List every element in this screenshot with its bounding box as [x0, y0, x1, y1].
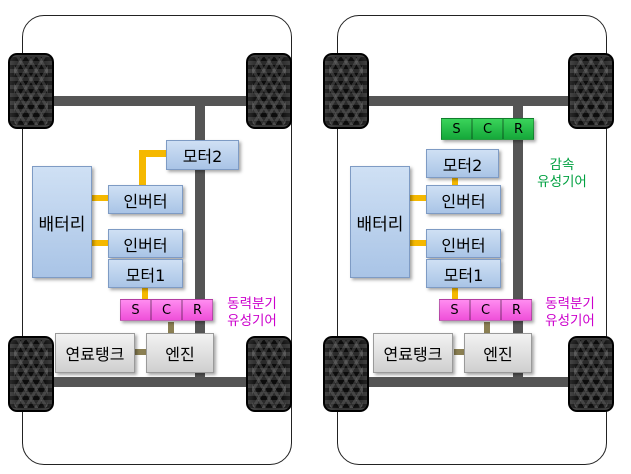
battery: 배터리	[350, 166, 410, 278]
reduction-gear-label: 감속 유성기어	[537, 157, 587, 190]
motor2: 모터2	[166, 140, 239, 170]
power-split-gear-label: 동력분기 유성기어	[227, 296, 277, 329]
gear-carrier: C	[472, 118, 503, 140]
tire-rear-left	[8, 336, 54, 412]
inverter-2: 인버터	[108, 229, 183, 258]
motor2-label: 모터2	[182, 147, 223, 166]
motor1-gear-link	[142, 286, 148, 300]
battery-inverter-link-2	[410, 240, 428, 246]
drive-shaft	[513, 96, 523, 387]
battery-label: 배터리	[38, 214, 86, 235]
drive-shaft	[195, 96, 205, 387]
tire-front-left	[8, 53, 54, 129]
fuel-tank: 연료탱크	[55, 333, 135, 373]
tire-rear-right	[246, 336, 292, 412]
motor2-label: 모터2	[442, 155, 483, 175]
inverter-2-label: 인버터	[123, 235, 168, 255]
tire-rear-right	[568, 336, 614, 412]
rear-axle	[40, 377, 272, 387]
front-axle	[40, 96, 272, 106]
battery-inverter-link-2	[92, 240, 108, 246]
motor1-label: 모터1	[443, 265, 484, 285]
power-split-gear-label: 동력분기 유성기어	[545, 296, 595, 329]
fuel-engine-link	[135, 349, 147, 355]
front-axle	[355, 96, 587, 106]
inverter-1: 인버터	[426, 185, 501, 214]
motor2-inverter-link	[452, 178, 458, 188]
engine: 엔진	[464, 333, 532, 373]
engine: 엔진	[146, 333, 214, 373]
gear-carrier: C	[151, 299, 182, 321]
gear-sun: S	[120, 299, 151, 321]
tire-front-right	[568, 53, 614, 129]
battery: 배터리	[32, 166, 92, 278]
fuel-tank-label: 연료탱크	[383, 345, 443, 364]
power-split-planetary-gear: S C R	[439, 299, 532, 321]
battery-label: 배터리	[356, 214, 404, 235]
tire-rear-left	[323, 336, 369, 412]
inverter-1-label: 인버터	[123, 191, 168, 211]
fuel-engine-link	[454, 349, 466, 355]
power-split-planetary-gear: S C R	[120, 299, 213, 321]
rear-axle	[355, 377, 587, 387]
gear-sun: S	[439, 299, 470, 321]
tire-front-right	[246, 53, 292, 129]
gear-ring: R	[503, 118, 534, 140]
fuel-tank: 연료탱크	[373, 333, 453, 373]
engine-gear-link	[168, 322, 174, 334]
inverter-2-label: 인버터	[441, 235, 486, 255]
engine-label: 엔진	[165, 345, 195, 364]
motor1: 모터1	[108, 259, 183, 288]
gear-ring: R	[501, 299, 532, 321]
motor1-gear-link	[452, 286, 458, 300]
engine-gear-link	[484, 322, 490, 334]
engine-label: 엔진	[483, 345, 513, 364]
tire-front-left	[323, 53, 369, 129]
inverter-2: 인버터	[426, 229, 501, 258]
motor2: 모터2	[426, 149, 499, 178]
motor1: 모터1	[426, 259, 501, 288]
gear-carrier: C	[470, 299, 501, 321]
fuel-tank-label: 연료탱크	[65, 345, 125, 364]
gear-ring: R	[182, 299, 213, 321]
inverter-motor2-link-v	[139, 150, 146, 186]
motor1-label: 모터1	[125, 265, 166, 285]
battery-inverter-link-1	[410, 195, 428, 201]
inverter-motor2-link-h	[139, 150, 169, 157]
inverter-1-label: 인버터	[441, 191, 486, 211]
reduction-planetary-gear: S C R	[441, 118, 534, 140]
battery-inverter-link-1	[92, 195, 108, 201]
inverter-1: 인버터	[108, 185, 183, 214]
gear-sun: S	[441, 118, 472, 140]
